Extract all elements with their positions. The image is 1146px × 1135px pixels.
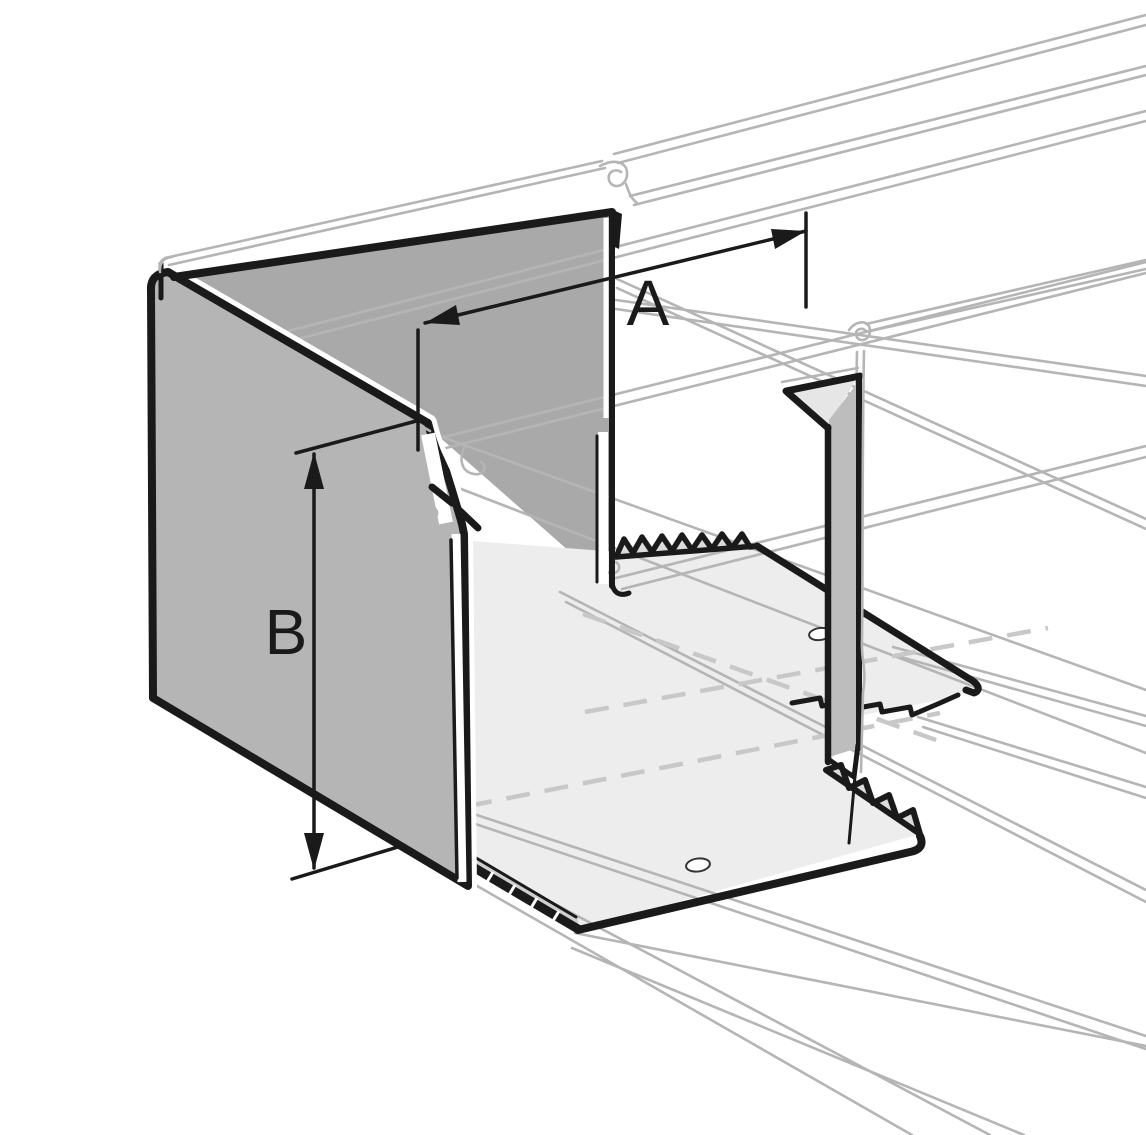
wall-edge-highlight — [451, 533, 467, 883]
notch-channel — [421, 432, 453, 525]
profile-line — [864, 258, 1146, 326]
profile-line — [620, 455, 1146, 591]
profile-line — [614, 298, 1146, 378]
partition-gusset-edge — [783, 388, 832, 432]
profile-line — [418, 260, 1146, 445]
divider-profile-line — [859, 349, 866, 774]
dimension-b-label: B — [265, 596, 308, 668]
screw-hole — [685, 857, 711, 873]
notch-dash — [454, 505, 482, 532]
profile-line — [456, 873, 914, 1135]
profile-line — [916, 715, 1146, 789]
arrowhead-left-icon — [425, 305, 460, 325]
profile-line — [292, 119, 1146, 342]
left-outer-wall — [141, 255, 482, 895]
partition-edge-face — [829, 382, 858, 757]
profile-line — [428, 475, 1146, 755]
serrated-flange-right — [823, 762, 923, 837]
arrowhead-right-icon — [771, 229, 806, 249]
plate-bottom-edge — [574, 832, 926, 934]
partition-top-edge — [782, 372, 864, 395]
notch-dash — [428, 483, 456, 507]
flange-serration-ticks — [485, 871, 561, 922]
partition-foot-line — [847, 774, 857, 845]
profile-line — [614, 444, 1146, 580]
back-panel-foot — [609, 577, 632, 597]
shelf-front-edge — [753, 542, 982, 697]
partition-wall — [780, 349, 866, 780]
serrated-flange-left — [463, 859, 583, 934]
base-plate-face — [460, 540, 975, 930]
dimension-b-ext-bottom — [290, 845, 400, 881]
arrowhead-up-icon — [304, 452, 324, 489]
profile-line — [384, 792, 1146, 1051]
profile-line — [615, 277, 1146, 521]
lid-top-line — [167, 166, 607, 267]
wall-top-parallel-line — [174, 282, 432, 433]
profile-line — [573, 931, 1146, 1048]
hidden-edge-dashed — [582, 611, 951, 748]
lid-curl-tail — [624, 182, 639, 205]
profile-line — [616, 23, 1146, 165]
profile-line — [921, 725, 1146, 800]
profile-line — [286, 109, 1146, 333]
partition-gusset-face — [789, 380, 856, 425]
flange-top-line — [464, 850, 578, 919]
notch-curl — [460, 444, 486, 476]
profile-line — [378, 781, 1146, 1038]
arrowhead-down-icon — [304, 833, 324, 870]
dimension-arrow-a: A — [416, 211, 808, 452]
dimension-arrow-b: B — [265, 418, 422, 881]
lid-strip — [158, 159, 616, 281]
partition-top-highlight — [780, 366, 860, 384]
lid-left-cap — [158, 257, 166, 274]
partition-tip — [825, 742, 861, 780]
lid-top-line — [163, 159, 604, 260]
hidden-edge-dashed — [584, 625, 1049, 715]
profile-line — [614, 307, 1146, 388]
lid-curl — [598, 160, 629, 188]
serrated-flange-shelf — [613, 531, 760, 560]
wall-return-edge — [449, 538, 459, 880]
profile-line — [895, 654, 1146, 728]
castellated-edge — [789, 692, 961, 718]
profile-line — [424, 271, 1146, 455]
divider-curl — [847, 321, 872, 342]
dimension-a-line — [423, 229, 808, 325]
profile-line — [570, 946, 1026, 1135]
profile-line — [615, 286, 1146, 531]
profile-line — [628, 64, 1146, 198]
profile-line — [612, 13, 1146, 156]
profile-line — [632, 73, 1146, 207]
lid-bottom-edge — [170, 208, 616, 281]
dimension-b-ext-top — [294, 418, 422, 455]
dimension-a-label: A — [627, 267, 670, 339]
notch-channel-curl — [416, 490, 439, 520]
